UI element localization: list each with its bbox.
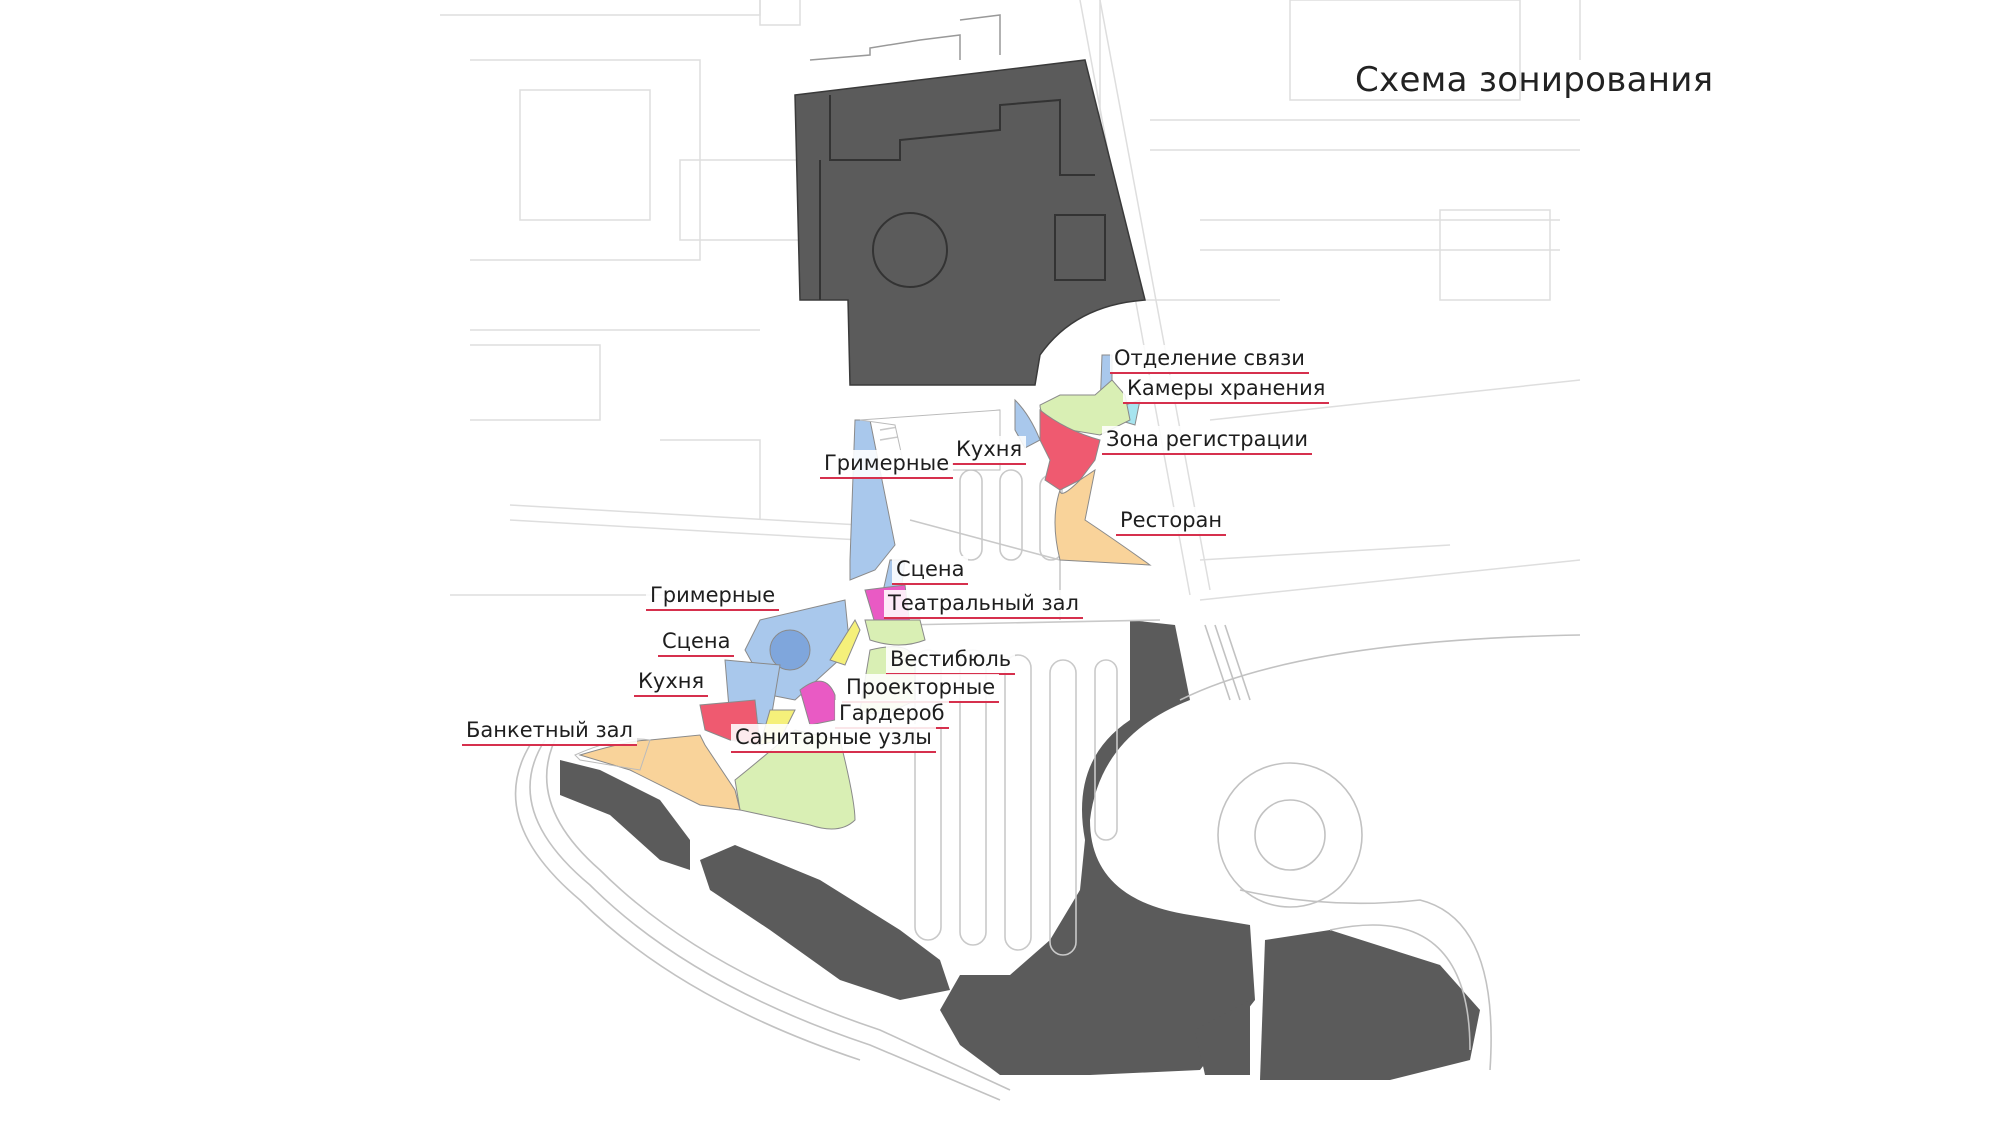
label-otdelenie-svyazi: Отделение связи xyxy=(1110,345,1309,374)
page-title: Схема зонирования xyxy=(1355,60,1714,100)
main-building xyxy=(794,14,1146,386)
label-teatralnyj-zal: Театральный зал xyxy=(884,590,1083,619)
label-banketnyj-zal: Банкетный зал xyxy=(462,717,637,746)
label-scena-north: Сцена xyxy=(892,556,969,585)
label-zona-registracii: Зона регистрации xyxy=(1102,426,1313,455)
label-scena-south: Сцена xyxy=(658,628,735,657)
label-sanitarnye-uzly: Санитарные узлы xyxy=(731,724,936,753)
ring-road xyxy=(514,624,1581,1101)
south-dark-masses xyxy=(560,620,1480,1080)
label-kuhnya-ne: Кухня xyxy=(952,436,1027,465)
label-grimernye-south: Гримерные xyxy=(646,582,780,611)
label-grimernye-north: Гримерные xyxy=(820,450,954,479)
label-garderob: Гардероб xyxy=(835,700,949,729)
sw-zones xyxy=(578,419,926,830)
label-kamery-hraneniya: Камеры хранения xyxy=(1123,375,1330,404)
label-vestibyul: Вестибюль xyxy=(886,646,1016,675)
label-kuhnya-sw: Кухня xyxy=(634,668,709,697)
label-restoran: Ресторан xyxy=(1116,507,1227,536)
label-proektornye: Проекторные xyxy=(842,674,1000,703)
